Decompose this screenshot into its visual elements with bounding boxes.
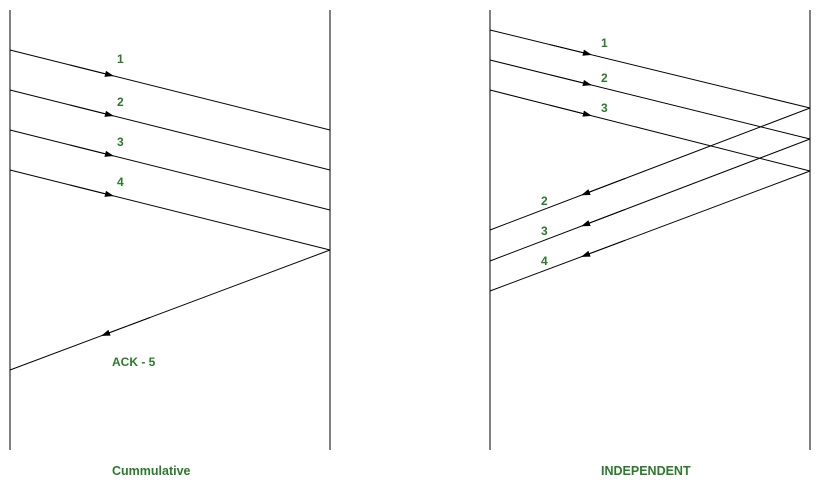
independent-caption: INDEPENDENT <box>601 464 691 478</box>
ack-label: ACK - 5 <box>112 355 156 369</box>
ack-label-2: 2 <box>541 194 548 208</box>
packet-label-4: 4 <box>117 175 124 189</box>
independent-panel: 1 2 3 2 3 4 INDEPENDENT <box>489 10 811 478</box>
packet-4-arrow <box>9 169 331 251</box>
packet-3-arrow <box>9 129 331 211</box>
packet-2-arrow <box>9 89 331 171</box>
packet-label-2: 2 <box>117 95 124 109</box>
ack-2-arrow <box>489 107 811 231</box>
ack-3-arrow <box>489 138 811 262</box>
packet-label-2: 2 <box>601 71 608 85</box>
ack-4-arrow <box>489 170 811 292</box>
packet-3-arrow <box>489 89 811 172</box>
packet-1-arrow <box>9 49 331 131</box>
packet-2-arrow <box>489 59 811 140</box>
cumulative-panel: 1 2 3 4 ACK - 5 Cummulative <box>9 10 331 478</box>
packet-1-arrow <box>489 29 811 109</box>
packet-label-1: 1 <box>117 52 124 66</box>
packet-label-3: 3 <box>117 135 124 149</box>
ack-label-4: 4 <box>541 254 548 268</box>
ack-arrow <box>9 249 331 371</box>
packet-label-1: 1 <box>601 36 608 50</box>
cumulative-caption: Cummulative <box>112 464 191 478</box>
ack-label-3: 3 <box>541 224 548 238</box>
packet-label-3: 3 <box>601 101 608 115</box>
